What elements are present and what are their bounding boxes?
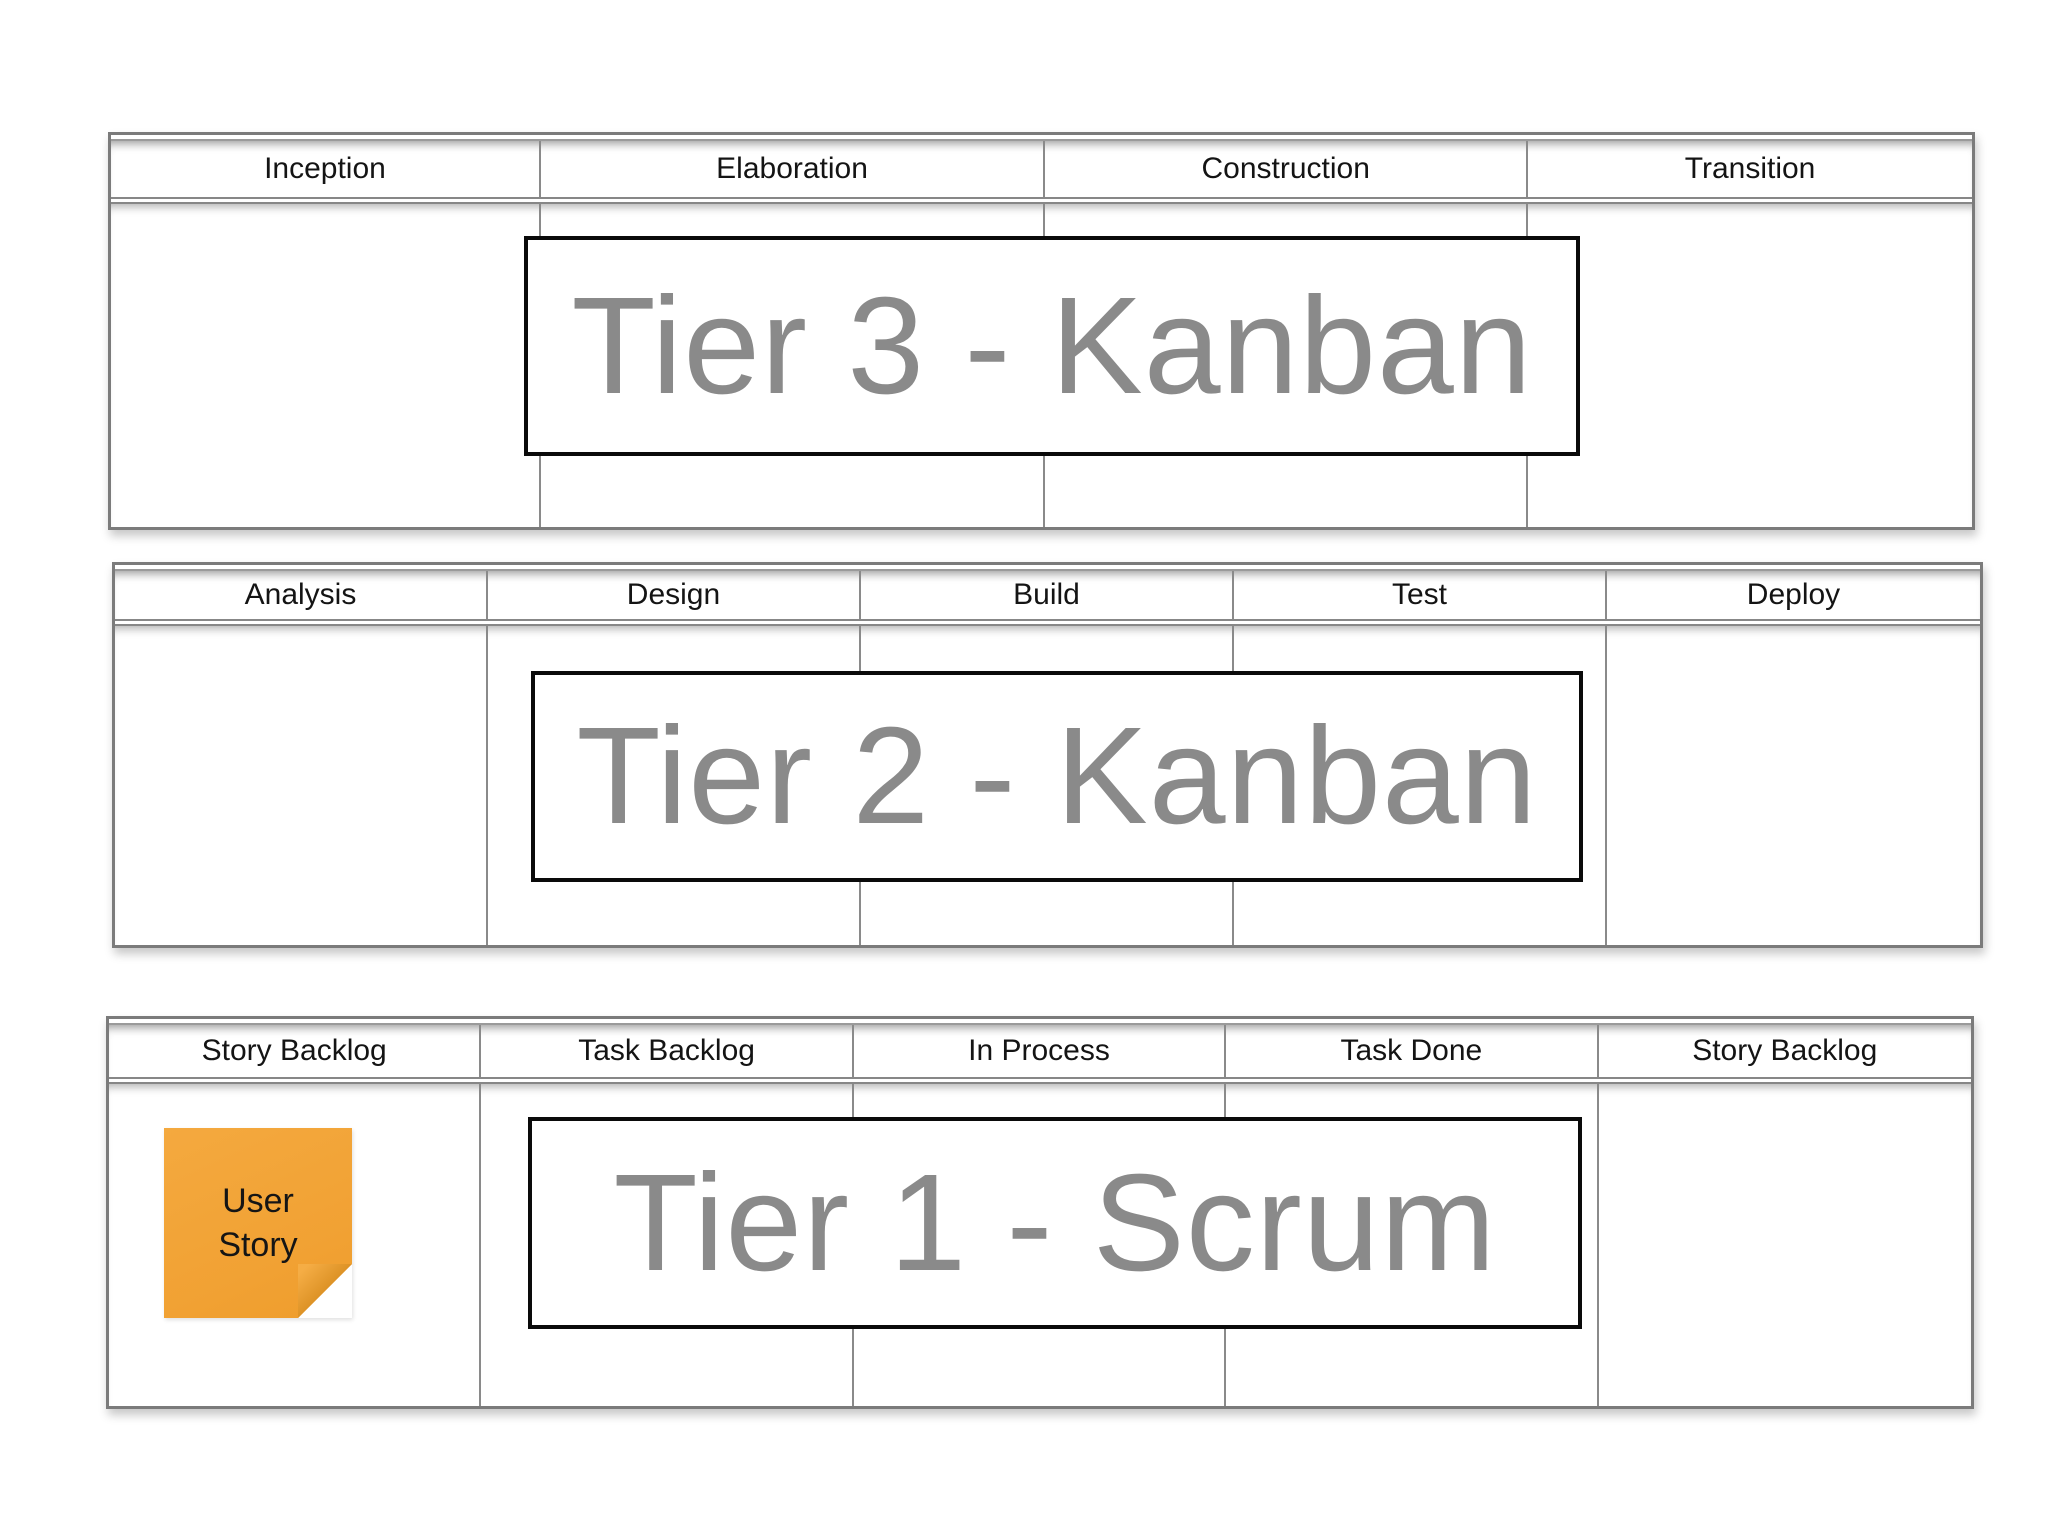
column-header-task-backlog: Task Backlog xyxy=(481,1025,854,1077)
column-header-construction: Construction xyxy=(1045,141,1529,197)
board-column xyxy=(1607,626,1980,945)
sticky-note-text-line2: Story xyxy=(218,1226,298,1264)
column-header-deploy: Deploy xyxy=(1746,578,1841,611)
board-column xyxy=(111,204,541,527)
column-header-analysis: Analysis xyxy=(115,571,488,619)
board-column xyxy=(1528,204,1972,527)
board-tier1-header-row: Story Backlog Task Backlog In Process Ta… xyxy=(109,1023,1971,1084)
board-column xyxy=(109,1084,482,1406)
board-column xyxy=(1599,1084,1971,1406)
column-header-design: Design xyxy=(488,571,861,619)
column-header-transition: Transition xyxy=(1684,152,1816,185)
tier2-label: Tier 2 - Kanban xyxy=(576,699,1538,853)
tier1-label-box: Tier 1 - Scrum xyxy=(528,1117,1582,1329)
board-tier3-header-row: Inception Elaboration Construction Trans… xyxy=(111,139,1972,204)
column-header-story-backlog-left: Story Backlog xyxy=(109,1025,482,1077)
board-tier2-header-row: Analysis Design Build Test Deploy xyxy=(115,569,1980,626)
tier3-label: Tier 3 - Kanban xyxy=(571,268,1533,423)
column-header-task-done: Task Done xyxy=(1226,1025,1599,1077)
sticky-note-text-line1: User xyxy=(222,1182,294,1220)
board-column xyxy=(1226,1084,1599,1406)
column-header-test: Test xyxy=(1234,571,1607,619)
column-header-inception: Inception xyxy=(111,141,541,197)
column-header-build: Build xyxy=(861,571,1234,619)
board-column xyxy=(1234,626,1607,945)
column-header-elaboration: Elaboration xyxy=(541,141,1046,197)
column-header-in-process: In Process xyxy=(854,1025,1227,1077)
user-story-sticky-note[interactable]: User Story xyxy=(164,1128,352,1318)
tier3-label-box: Tier 3 - Kanban xyxy=(524,236,1580,456)
column-header-story-backlog-right: Story Backlog xyxy=(1692,1034,1878,1067)
board-tier3-kanban: Inception Elaboration Construction Trans… xyxy=(108,132,1975,530)
tier1-label: Tier 1 - Scrum xyxy=(613,1145,1497,1300)
tier2-label-box: Tier 2 - Kanban xyxy=(531,671,1583,882)
board-column xyxy=(115,626,488,945)
